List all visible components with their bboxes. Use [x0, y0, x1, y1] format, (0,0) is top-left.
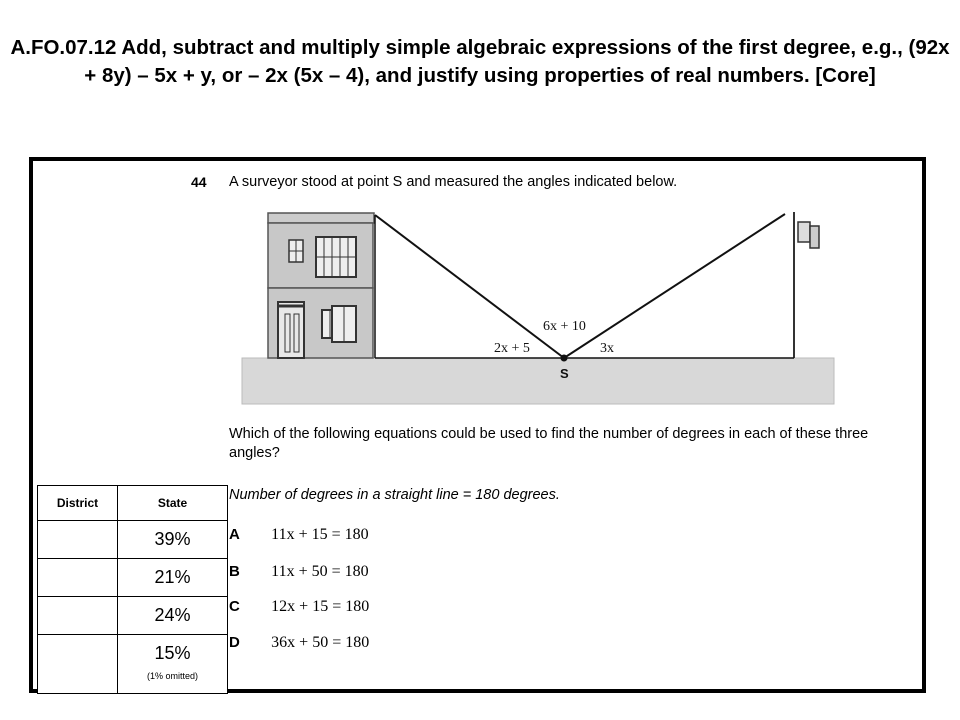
table-row: 15% (1% omitted): [37, 634, 228, 694]
table-row: 39%: [37, 520, 228, 559]
choice-equation: 12x + 15 = 180: [271, 598, 370, 615]
angle-label-left: 2x + 5: [494, 341, 530, 356]
state-cell: 24%: [117, 596, 228, 635]
choice-letter: C: [229, 598, 240, 615]
sight-line-right: [563, 213, 786, 359]
point-label: S: [560, 366, 569, 381]
building-icon: [267, 212, 375, 359]
table-row: 24%: [37, 596, 228, 635]
district-cell: [37, 634, 118, 694]
choice-letter: D: [229, 634, 240, 651]
choice-a[interactable]: A 11x + 15 = 180: [229, 526, 369, 544]
ground: [241, 357, 835, 405]
column-header-district: District: [37, 485, 118, 521]
surveyor-figure: 6x + 10 2x + 5 3x S: [241, 212, 835, 405]
choice-letter: A: [229, 526, 240, 543]
state-cell: 39%: [117, 520, 228, 559]
angle-label-top: 6x + 10: [543, 319, 586, 334]
state-cell: 21%: [117, 558, 228, 597]
choice-letter: B: [229, 563, 240, 580]
question-prompt: Which of the following equations could b…: [229, 426, 869, 461]
question-number: 44: [191, 174, 207, 190]
choice-d[interactable]: D 36x + 50 = 180: [229, 634, 369, 652]
choice-b[interactable]: B 11x + 50 = 180: [229, 563, 369, 581]
question-text: A surveyor stood at point S and measured…: [229, 174, 678, 190]
table-row: 21%: [37, 558, 228, 597]
district-cell: [37, 558, 118, 597]
choice-equation: 36x + 50 = 180: [271, 634, 370, 651]
results-table: District State 39% 21% 24% 15% (1% omitt…: [37, 485, 228, 694]
state-value: 15%: [154, 643, 191, 663]
light-pole-icon: [793, 212, 820, 358]
question-hint: Number of degrees in a straight line = 1…: [229, 487, 560, 503]
table-header-row: District State: [37, 485, 228, 521]
slide-title: A.FO.07.12 Add, subtract and multiply si…: [10, 36, 950, 87]
sight-line-left: [374, 214, 565, 359]
angle-label-right: 3x: [600, 341, 614, 356]
choice-c[interactable]: C 12x + 15 = 180: [229, 598, 369, 616]
omitted-note: (1% omitted): [146, 671, 199, 681]
choice-equation: 11x + 50 = 180: [271, 563, 369, 580]
district-cell: [37, 520, 118, 559]
district-cell: [37, 596, 118, 635]
point-s-marker: [560, 354, 568, 362]
choice-equation: 11x + 15 = 180: [271, 526, 369, 543]
state-cell: 15% (1% omitted): [117, 634, 228, 694]
column-header-state: State: [117, 485, 228, 521]
